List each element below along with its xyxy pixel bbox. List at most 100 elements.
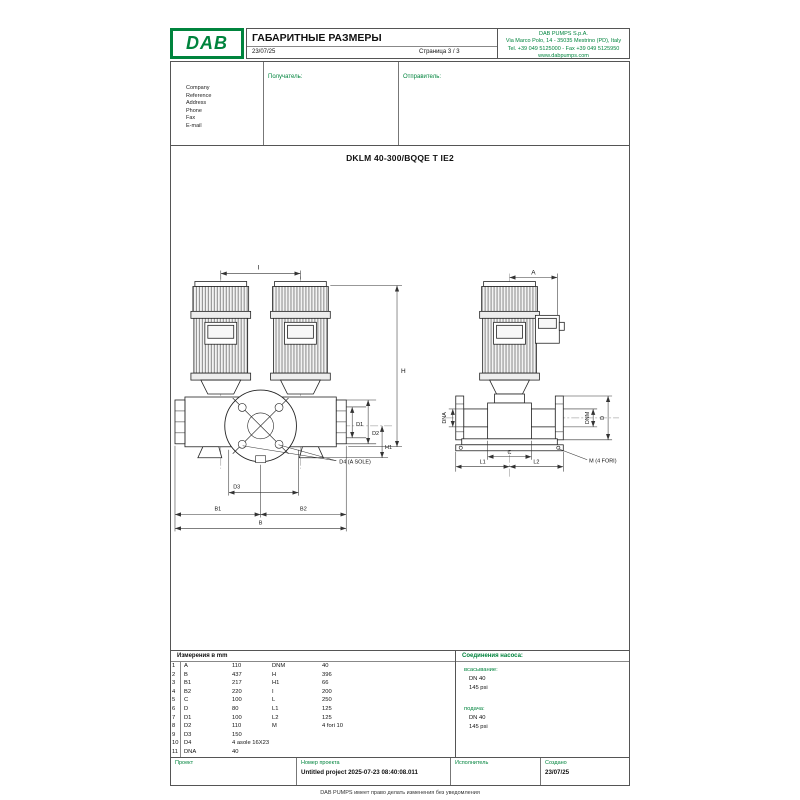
row-number: 6 [171,704,181,714]
dim-label-d3: D3 [233,485,240,491]
dim-value: 4 asole 16X23 [232,740,270,747]
measurements-table: Измерения в mm 1 A 110 DNM 40 2 B 437 [171,651,456,757]
delivery-label: подача: [464,706,485,712]
dim-code: A [184,663,188,669]
company-phone-fax: Tel. +39 049 5125000 - Fax +39 049 51259… [507,45,620,52]
dim-code: D4 [184,740,192,747]
dim-value: 110 [232,723,242,730]
dim-label-c: C [508,450,512,456]
dim-value: 437 [232,671,242,678]
dim-label-b: B [259,520,263,526]
contact-field-phone: Phone [186,107,202,114]
dim-value-2: 40 [322,663,329,669]
dim-value-2: 66 [322,680,329,687]
dim-label-d4: D4 (A SOLE) [339,460,371,466]
project-label: Проект [175,760,194,766]
dim-code: D1 [184,714,192,721]
dim-value: 40 [232,748,239,755]
dim-value-2 [319,731,455,740]
datasheet-page: DAB ГАБАРИТНЫЕ РАЗМЕРЫ 23/07/25 Страница… [170,28,630,796]
pump-model-title: DKLM 40-300/BQQE T IE2 [346,153,454,163]
dim-code-2 [269,731,319,740]
created-value: 23/07/25 [545,769,570,776]
dim-label-d: D [600,416,606,420]
front-view [174,281,347,464]
dim-code: B [184,671,188,678]
dim-label-h: H [401,368,406,375]
recipient-label: Получатель: [268,74,303,80]
dim-value-2: 125 [322,705,332,712]
dim-value-2: 125 [322,714,332,721]
executor-cell: Исполнитель [451,758,541,785]
dim-label-i: I [258,265,260,272]
dim-code: B2 [184,688,192,695]
document-title: ГАБАРИТНЫЕ РАЗМЕРЫ [252,32,382,44]
measurements-grid: 1 A 110 DNM 40 2 B 437 H 396 [171,662,455,757]
dim-code-2: DNM [272,663,286,669]
dab-logo-text: DAB [186,33,228,53]
contact-field-fax: Fax [186,115,196,122]
suction-pressure: 145 psi [469,685,488,691]
created-cell: Создано 23/07/25 [541,758,629,785]
dim-value: 100 [232,714,242,721]
connections-panel: Соединения насоса: всасывание: DN 40 145… [456,651,629,757]
dim-code: DNA [184,748,197,755]
measurements-section: Измерения в mm 1 A 110 DNM 40 2 B 437 [170,651,630,758]
row-number: 1 [171,662,181,671]
created-label: Создано [545,760,567,766]
dim-value-2: 200 [322,688,332,695]
company-website: www.dabpumps.com [538,53,589,60]
connections-body: всасывание: DN 40 145 psi подача: DN 40 … [456,662,629,732]
dim-code: D2 [184,723,192,730]
dab-logo: DAB [170,28,244,59]
header-right: ГАБАРИТНЫЕ РАЗМЕРЫ 23/07/25 Страница 3 /… [246,28,630,59]
dim-code-2: H [272,671,277,678]
row-number: 8 [171,722,181,731]
dim-code-2: M [272,723,277,730]
row-number: 3 [171,679,181,688]
dim-value: 150 [232,731,242,738]
dim-value: 217 [232,680,242,687]
dim-value: 220 [232,688,242,695]
measurements-title: Измерения в mm [171,651,455,662]
dim-code: D [184,705,189,712]
contact-field-email: E-mail [186,122,202,129]
sender-cell: Отправитель: [399,62,629,145]
dim-value-2: 396 [322,671,332,678]
delivery-pressure: 145 psi [469,724,488,730]
company-name: DAB PUMPS S.p.A. [539,31,588,37]
dim-label-a: A [531,270,536,277]
contact-field-company: Company [186,85,210,91]
header-date: 23/07/25 [252,49,276,55]
dim-label-dnm: DNM [585,411,591,424]
delivery-dn: DN 40 [469,715,486,721]
dim-code: C [184,697,189,704]
dim-value-2: 250 [322,697,332,704]
dim-code-2: I [272,688,274,695]
row-number: 4 [171,687,181,697]
side-view [455,281,565,452]
dim-code-2: H1 [272,680,280,687]
dim-value-2 [319,739,455,748]
contact-field-reference: Reference [186,92,212,99]
row-number: 7 [171,713,181,723]
dim-label-b2: B2 [300,507,307,513]
disclaimer-text: DAB PUMPS имеет право делать изменения б… [320,790,480,796]
project-number-cell: Номер проекта Untitled project 2025-07-2… [297,758,451,785]
recipient-sender-section: Company Reference Address Phone Fax E-ma… [170,61,630,146]
dimension-labels: I H D1 D2 H1 D4 (A SOLE) D3 B1 B2 B A DN… [214,265,616,527]
dim-label-l1: L1 [480,460,486,466]
contact-fields: Company Reference Address Phone Fax E-ma… [171,62,264,145]
dim-label-h1: H1 [385,445,392,451]
dim-code: D3 [184,731,192,738]
row-number: 11 [171,747,181,757]
project-cell: Проект [171,758,297,785]
dim-label-d2: D2 [372,431,379,437]
executor-label: Исполнитель [455,760,489,766]
header-title-cell: ГАБАРИТНЫЕ РАЗМЕРЫ 23/07/25 Страница 3 /… [247,29,497,58]
dim-code-2: L2 [272,714,279,721]
contact-field-address: Address [186,100,207,107]
company-address-block: DAB PUMPS S.p.A. Via Marco Polo, 14 - 35… [497,29,629,60]
project-number-label: Номер проекта [301,760,340,766]
dim-value-2 [319,748,455,757]
